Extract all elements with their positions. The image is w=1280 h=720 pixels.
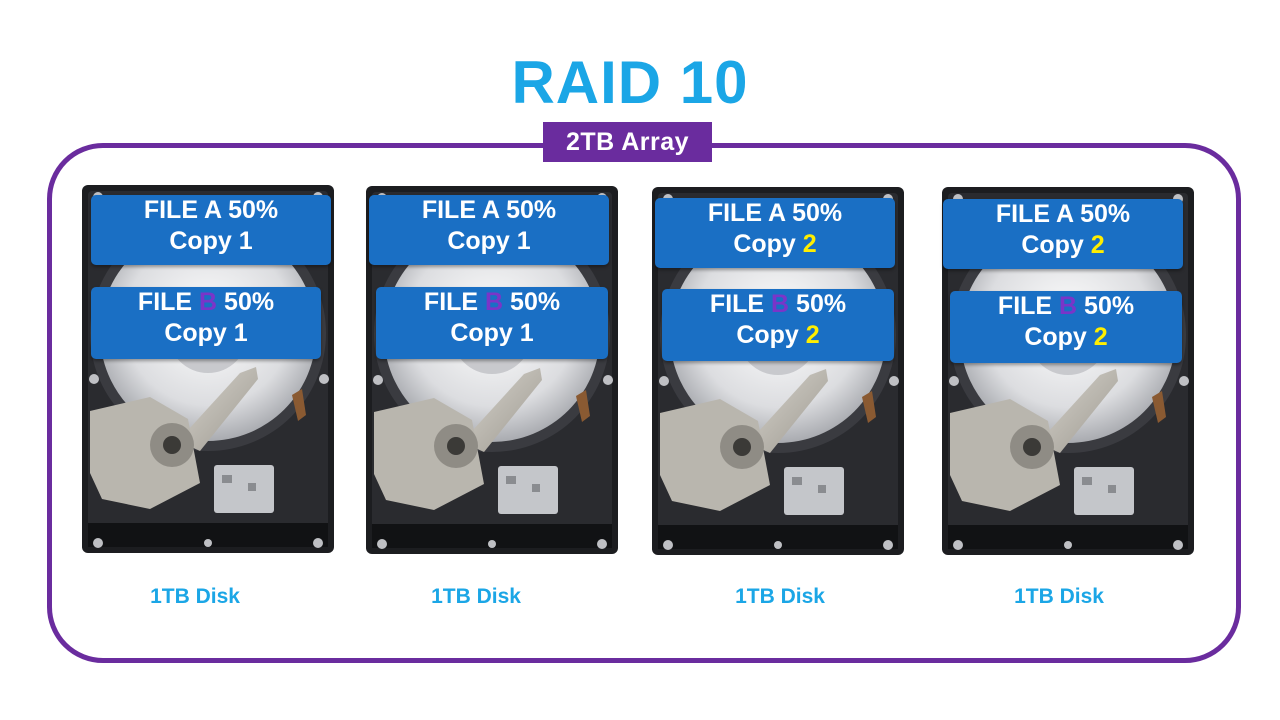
file-b-label-disk-3: FILE B 50% Copy 2 (662, 289, 894, 361)
file-b-label-disk-4: FILE B 50% Copy 2 (950, 291, 1182, 363)
array-badge: 2TB Array (543, 122, 712, 162)
disk-caption-2: 1TB Disk (376, 585, 576, 609)
disk-caption-4: 1TB Disk (959, 585, 1159, 609)
page-title: RAID 10 (0, 50, 1260, 116)
file-a-label-disk-1: FILE A 50% Copy 1 (91, 195, 331, 265)
file-b-label-disk-1: FILE B 50% Copy 1 (91, 287, 321, 359)
disk-caption-3: 1TB Disk (680, 585, 880, 609)
disk-caption-1: 1TB Disk (95, 585, 295, 609)
file-a-label-disk-4: FILE A 50% Copy 2 (943, 199, 1183, 269)
file-a-label-disk-3: FILE A 50% Copy 2 (655, 198, 895, 268)
file-a-label-disk-2: FILE A 50% Copy 1 (369, 195, 609, 265)
file-b-label-disk-2: FILE B 50% Copy 1 (376, 287, 608, 359)
